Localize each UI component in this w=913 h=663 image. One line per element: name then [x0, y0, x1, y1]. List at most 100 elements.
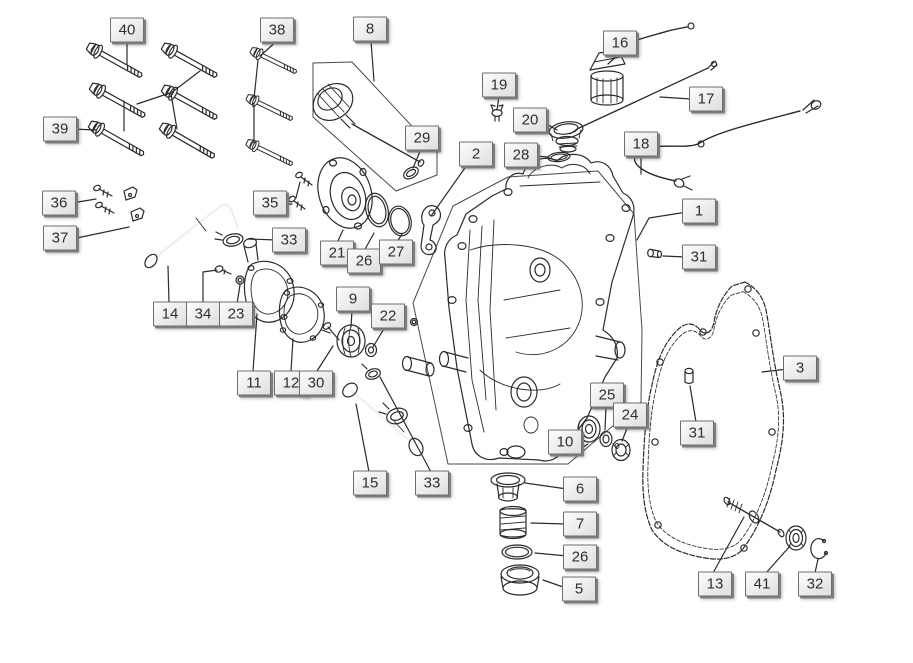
leader-lines [71, 40, 819, 589]
gasket-holes [651, 285, 776, 552]
cable-rod [569, 60, 718, 135]
leader-26a [363, 232, 375, 252]
leader-12 [290, 338, 294, 372]
callout-40: 40 [110, 17, 144, 43]
callout-27: 27 [379, 239, 413, 265]
small-dowel [409, 317, 419, 327]
dowel-pin-31b [684, 367, 694, 385]
hose-clamp-33b-large [378, 402, 408, 425]
leader-11 [252, 313, 258, 372]
screws-35 [288, 171, 313, 211]
callout-35: 35 [253, 190, 287, 216]
callout-19: 19 [482, 72, 516, 98]
dipstick-oring [403, 166, 419, 180]
callout-3: 3 [783, 355, 817, 381]
callout-10: 10 [548, 429, 582, 455]
hose-clamp-33b-small [361, 363, 381, 380]
leader-1 [636, 211, 688, 241]
leader-34 [202, 269, 218, 304]
oring-26a [364, 192, 390, 228]
callout-20: 20 [513, 107, 547, 133]
callout-15: 15 [353, 470, 387, 496]
oring-26b [501, 544, 533, 560]
callout-5: 5 [562, 576, 596, 602]
leader-22 [372, 326, 386, 348]
leader-15 [355, 403, 370, 473]
callout-26: 26 [563, 544, 597, 570]
callout-9: 9 [336, 286, 370, 312]
shaft-13 [723, 496, 785, 538]
callout-38: 38 [260, 17, 294, 43]
callout-29: 29 [405, 125, 439, 151]
cover-enclosure [412, 170, 643, 465]
wing-nut [490, 104, 504, 122]
callout-41: 41 [745, 571, 779, 597]
strainer-mesh [499, 505, 527, 540]
callout-14: 14 [153, 301, 187, 327]
leader-37 [71, 226, 130, 240]
hose-clamps [123, 186, 145, 222]
callout-18: 18 [624, 131, 658, 157]
callout-26: 26 [347, 248, 381, 274]
impeller-pin [321, 322, 340, 341]
callout-39: 39 [43, 116, 77, 142]
callout-7: 7 [563, 511, 597, 537]
callout-11: 11 [237, 370, 271, 396]
callout-31: 31 [680, 420, 714, 446]
leader-16 [607, 54, 619, 65]
leader-19 [496, 95, 500, 111]
impeller [336, 324, 366, 358]
oil-dipstick [312, 82, 425, 167]
callout-22: 22 [371, 303, 405, 329]
flange-21 [317, 157, 373, 230]
drain-cap [500, 564, 540, 596]
dipstick-enclosure [312, 61, 438, 192]
dowel-pin-31a [647, 248, 663, 259]
circlip-32 [810, 538, 829, 560]
callout-8: 8 [353, 16, 387, 42]
leader-13 [712, 516, 745, 574]
callout-33: 33 [415, 470, 449, 496]
callout-6: 6 [563, 476, 597, 502]
coil-terminal [687, 22, 695, 30]
leader-17 [659, 96, 692, 100]
callout-16: 16 [603, 30, 637, 56]
leader-9 [350, 309, 353, 328]
leader-40 [123, 40, 128, 132]
callout-30: 30 [299, 370, 333, 396]
enclosure-outlines [312, 61, 643, 465]
leader-36 [71, 198, 97, 204]
oring-27 [388, 205, 412, 237]
leader-14 [167, 265, 170, 304]
clamp-screws [93, 184, 115, 215]
callout-2: 2 [459, 141, 493, 167]
callout-37: 37 [43, 225, 77, 251]
callout-24: 24 [613, 402, 647, 428]
water-hose-upper [144, 204, 239, 269]
bushing [401, 355, 435, 377]
leader-30 [316, 345, 334, 372]
leader-33b [379, 376, 432, 473]
pump-bolt [214, 265, 232, 275]
callout-17: 17 [689, 86, 723, 112]
callout-1: 1 [682, 198, 716, 224]
leader-32 [814, 558, 819, 574]
leader-26b [534, 552, 568, 557]
callout-34: 34 [186, 301, 220, 327]
ring-23 [235, 275, 245, 285]
crankcase-cover [438, 153, 635, 462]
oil-filler-cap [548, 121, 584, 153]
leader-29 [412, 148, 422, 169]
leader-8 [370, 40, 375, 82]
nut-24 [611, 438, 631, 462]
ground-cable [634, 99, 822, 191]
callout-13: 13 [698, 571, 732, 597]
bracket-2 [420, 205, 442, 256]
leader-7 [530, 522, 568, 525]
bearing-41 [785, 525, 807, 551]
leader-6 [524, 482, 568, 490]
callout-36: 36 [42, 190, 76, 216]
cover-gasket [642, 281, 785, 560]
